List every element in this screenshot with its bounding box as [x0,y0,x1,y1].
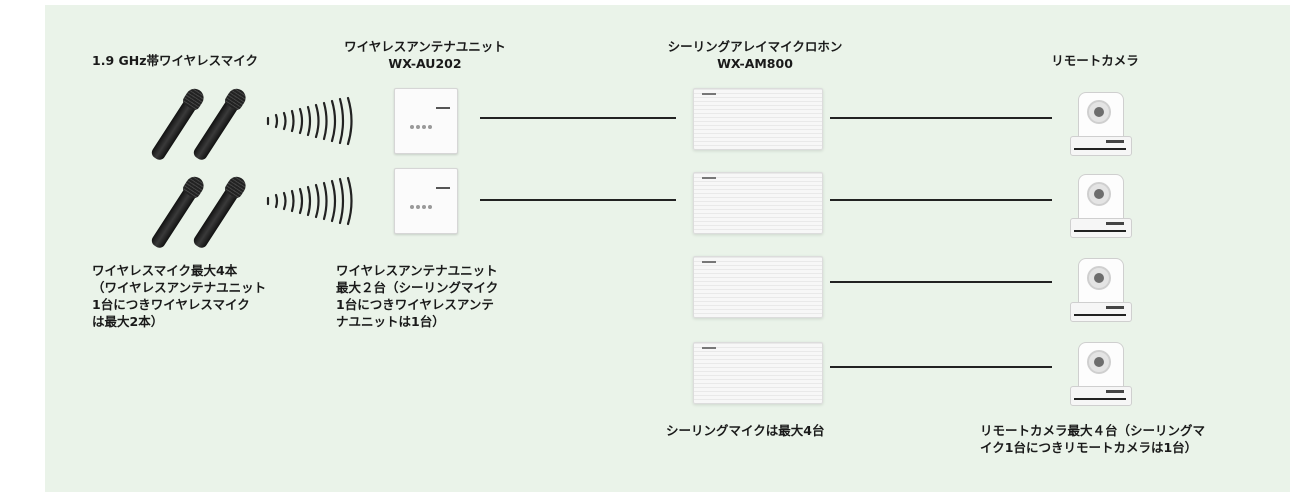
note-line: イク1台につきリモートカメラは1台） [980,440,1198,455]
ceiling-array-microphone-icon [693,172,823,234]
connector-line [830,366,1052,368]
note-wireless-mic: ワイヤレスマイク最大4本 （ワイヤレスアンテナユニット 1台につきワイヤレスマイ… [92,262,266,330]
radio-waves-icon [266,96,353,146]
note-line: 1台につきワイヤレスマイク [92,297,250,312]
note-line: 最大２台（シーリングマイク [336,280,499,295]
note-line: （ワイヤレスアンテナユニット [92,280,267,295]
ceiling-array-microphone-icon [693,256,823,318]
antenna-unit-name: ワイヤレスアンテナユニット [344,39,506,54]
antenna-unit-icon [394,88,458,154]
note-line: ナユニットは1台） [336,314,445,329]
radio-waves-icon [266,176,353,226]
remote-camera-icon [1070,170,1132,240]
note-line: は最大2本） [92,314,164,329]
header-wireless-mic: 1.9 GHz帯ワイヤレスマイク [92,53,258,68]
connector-line [830,281,1052,283]
remote-camera-icon [1070,254,1132,324]
ceiling-mic-model: WX-AM800 [717,56,793,71]
connector-line [480,199,676,201]
note-line: ワイヤレスアンテナユニット [336,263,498,278]
note-line: ワイヤレスマイク最大4本 [92,263,238,278]
note-antenna-unit: ワイヤレスアンテナユニット 最大２台（シーリングマイク 1台につきワイヤレスアン… [336,262,498,330]
header-ceiling-mic: シーリングアレイマイクロホン WX-AM800 [655,38,855,72]
ceiling-array-microphone-icon [693,342,823,404]
header-remote-camera: リモートカメラ [1051,53,1139,68]
note-line: リモートカメラ最大４台（シーリングマ [980,423,1206,438]
note-remote-camera: リモートカメラ最大４台（シーリングマ イク1台につきリモートカメラは1台） [980,422,1205,456]
diagram-panel [45,5,1290,492]
remote-camera-icon [1070,338,1132,408]
connector-line [480,117,676,119]
ceiling-mic-name: シーリングアレイマイクロホン [667,39,843,54]
antenna-unit-icon [394,168,458,234]
header-antenna-unit: ワイヤレスアンテナユニット WX-AU202 [330,38,520,72]
connector-line [830,199,1052,201]
note-ceiling-mic: シーリングマイクは最大4台 [666,423,825,438]
connector-line [830,117,1052,119]
ceiling-array-microphone-icon [693,88,823,150]
antenna-unit-model: WX-AU202 [388,56,462,71]
note-line: 1台につきワイヤレスアンテ [336,297,494,312]
remote-camera-icon [1070,88,1132,158]
